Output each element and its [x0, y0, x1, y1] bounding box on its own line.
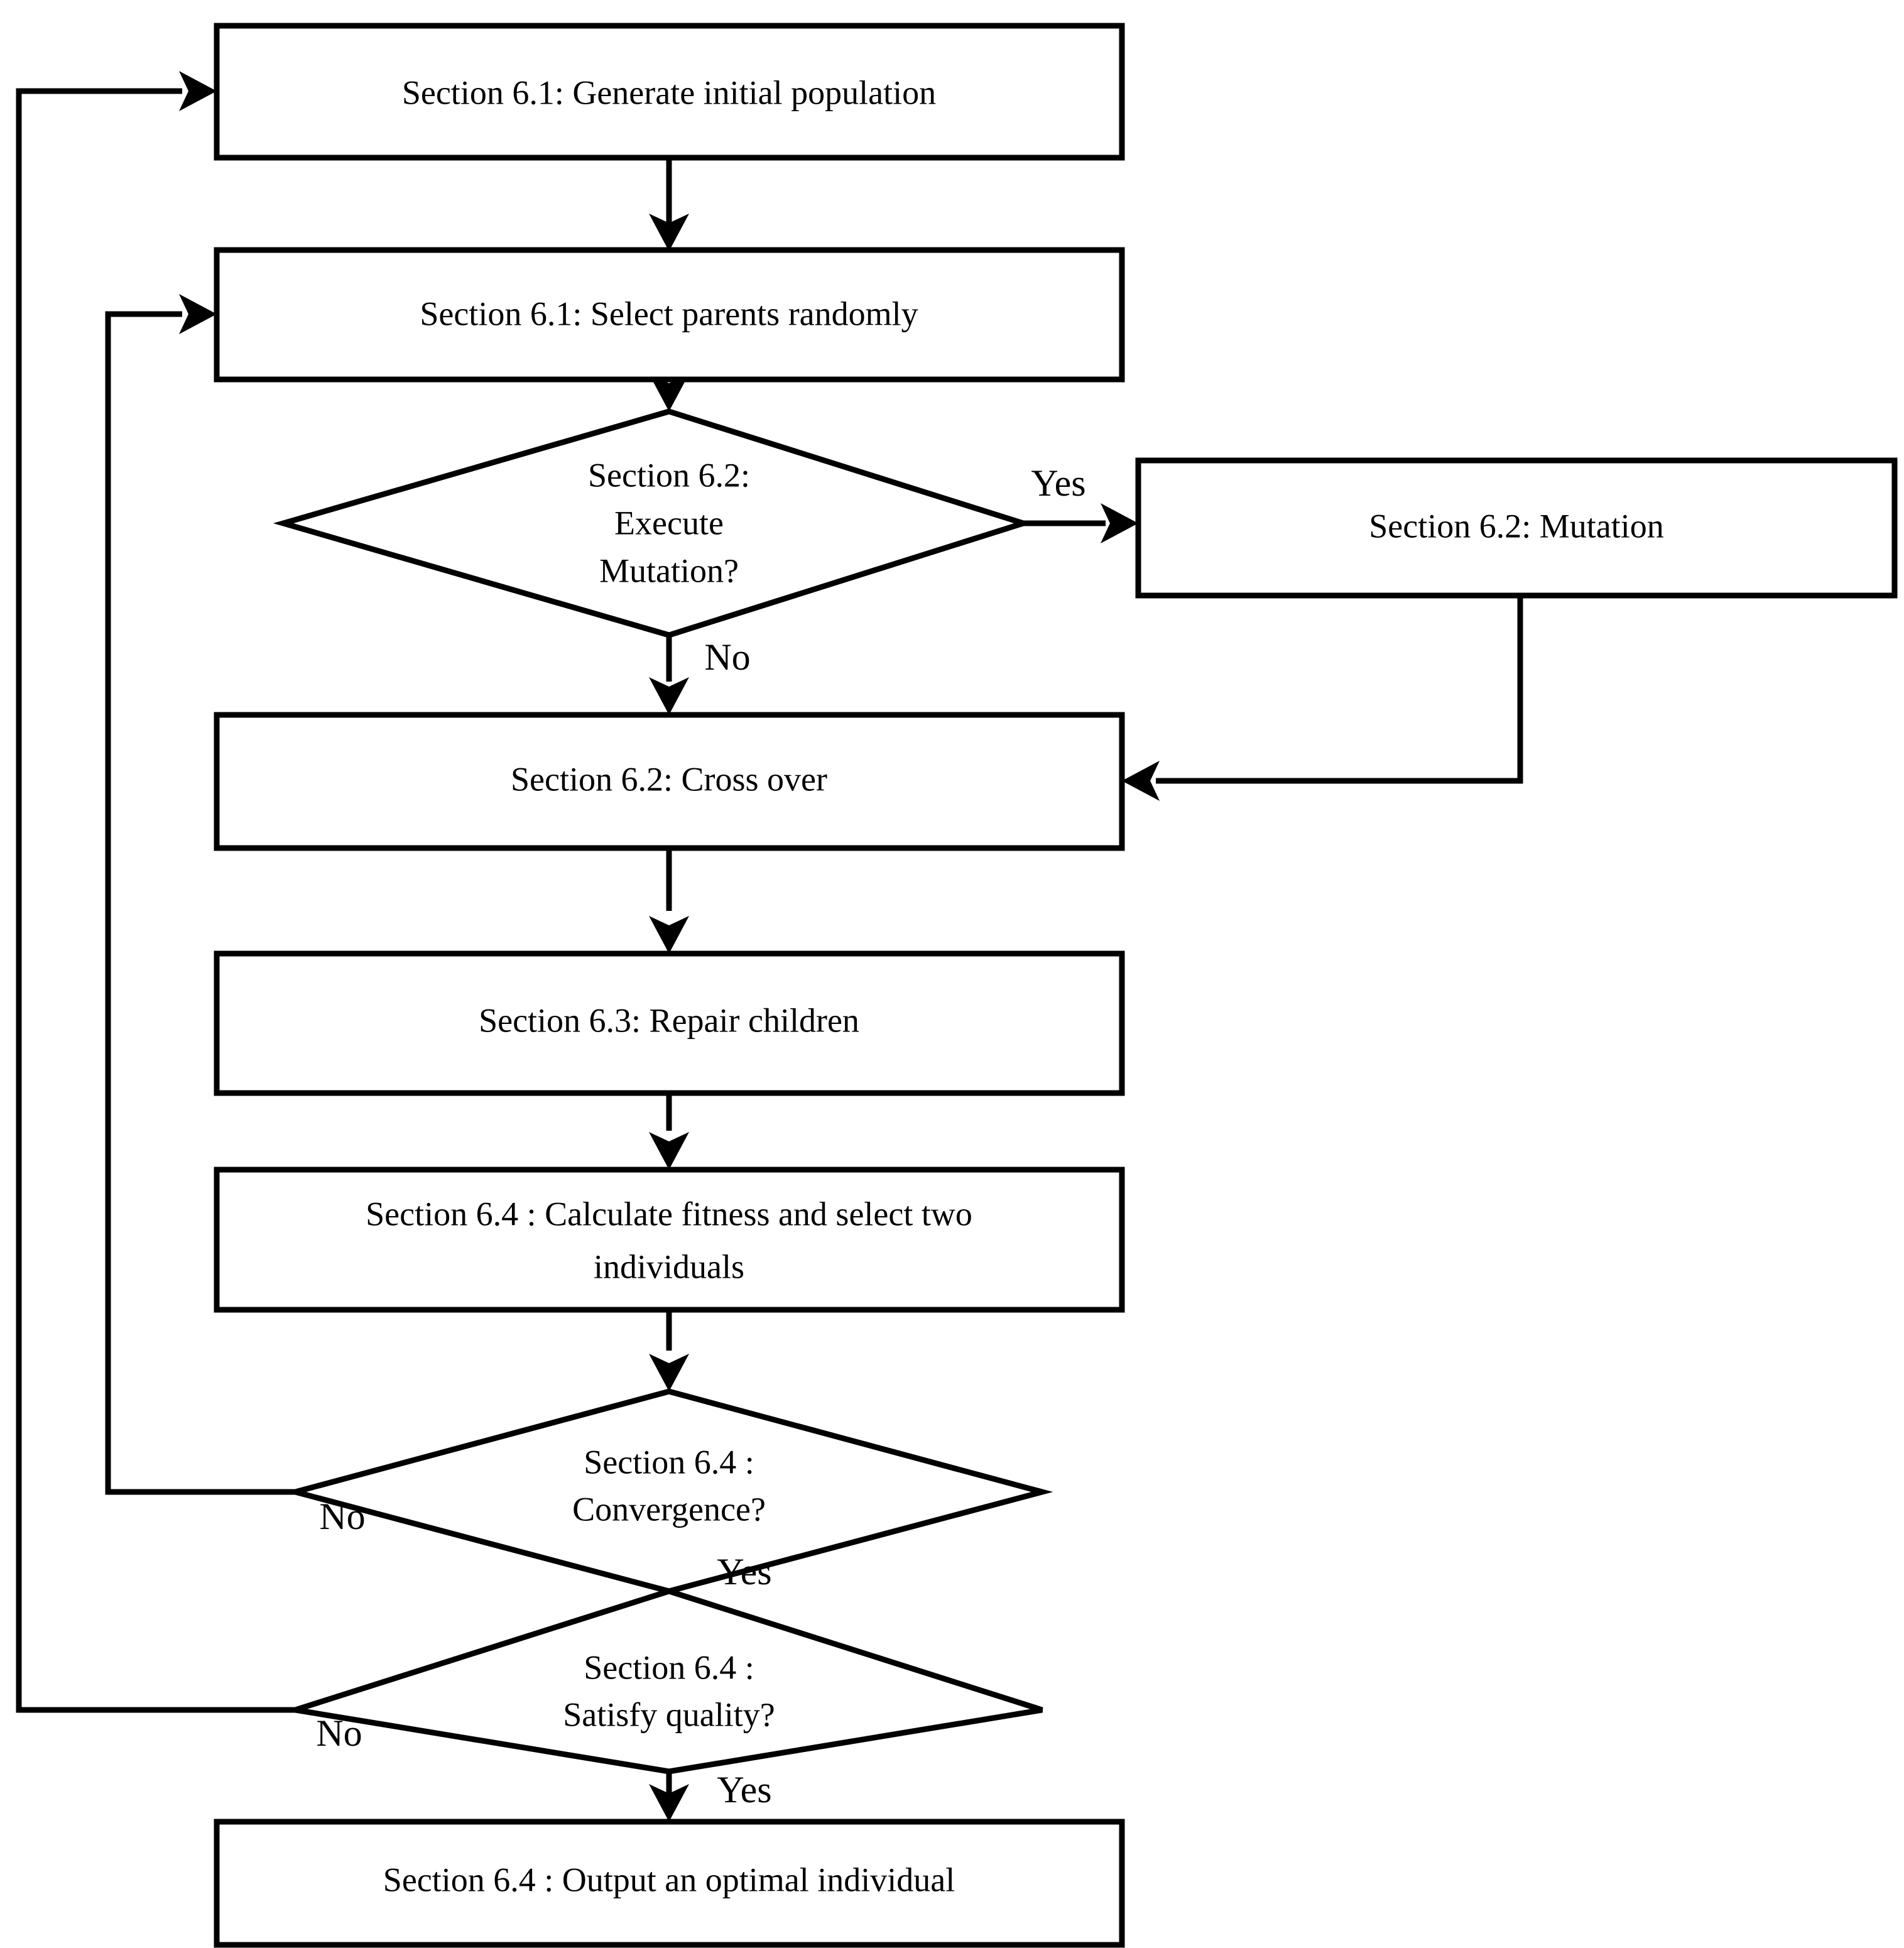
- node-generate-initial-population-label: Section 6.1: Generate initial population: [402, 73, 936, 111]
- edge-mutation-to-crossover: [1156, 596, 1523, 784]
- node-select-parents-randomly-label: Section 6.1: Select parents randomly: [420, 295, 918, 332]
- node-execute-mutation-decision[interactable]: [273, 408, 1033, 638]
- arrowhead-calculate-fitness-top: [649, 1132, 689, 1170]
- arrowhead-mutation-decision-top: [649, 374, 689, 411]
- arrowhead-mutation-box: [1101, 503, 1138, 543]
- node-satisfy-quality-line2: Satisfy quality?: [563, 1695, 775, 1733]
- node-output-optimal-individual[interactable]: [214, 1819, 1125, 1948]
- arrowhead-select-parents-top: [649, 214, 689, 251]
- node-cross-over[interactable]: [214, 712, 1125, 851]
- node-repair-children-label: Section 6.3: Repair children: [479, 1001, 859, 1039]
- node-repair-children[interactable]: [214, 950, 1125, 1096]
- node-calculate-fitness[interactable]: [214, 1167, 1125, 1313]
- node-mutation[interactable]: [1135, 457, 1898, 599]
- node-mutation-label: Section 6.2: Mutation: [1369, 507, 1663, 545]
- arrowhead-to-generate-population: [179, 71, 217, 111]
- node-calculate-fitness-line2: individuals: [594, 1248, 744, 1285]
- edge-label-quality-no: No: [316, 1712, 362, 1754]
- arrowhead-crossover-top: [649, 677, 689, 715]
- node-satisfy-quality-line1: Section 6.4 :: [584, 1648, 754, 1686]
- edge-label-mutation-no: No: [704, 636, 750, 678]
- arrowhead-output-top: [649, 1784, 689, 1822]
- node-output-optimal-individual-label: Section 6.4 : Output an optimal individu…: [383, 1861, 955, 1898]
- arrowhead-to-select-parents: [179, 294, 217, 334]
- node-convergence-line1: Section 6.4 :: [584, 1443, 754, 1481]
- arrowhead-convergence-top: [649, 1354, 689, 1391]
- edge-label-quality-yes: Yes: [717, 1769, 771, 1810]
- edge-label-mutation-yes: Yes: [1031, 462, 1085, 504]
- node-cross-over-label: Section 6.2: Cross over: [511, 760, 827, 798]
- edge-label-convergence-yes: Yes: [717, 1551, 771, 1592]
- node-execute-mutation-line1: Section 6.2:: [588, 456, 750, 494]
- edge-quality-no-to-generate: [16, 88, 295, 1713]
- node-calculate-fitness-line1: Section 6.4 : Calculate fitness and sele…: [366, 1195, 972, 1232]
- node-satisfy-quality-decision[interactable]: [294, 1588, 1043, 1775]
- node-execute-mutation-line3: Mutation?: [599, 552, 739, 589]
- arrowhead-crossover-right: [1122, 761, 1160, 801]
- node-select-parents-randomly[interactable]: [214, 247, 1125, 383]
- node-execute-mutation-line2: Execute: [614, 504, 724, 541]
- edge-convergence-no-to-select-parents: [105, 311, 295, 1495]
- arrowhead-repair-children-top: [649, 916, 689, 954]
- edge-label-convergence-no: No: [319, 1496, 365, 1537]
- node-convergence-line2: Convergence?: [572, 1490, 766, 1528]
- node-generate-initial-population[interactable]: [214, 23, 1125, 161]
